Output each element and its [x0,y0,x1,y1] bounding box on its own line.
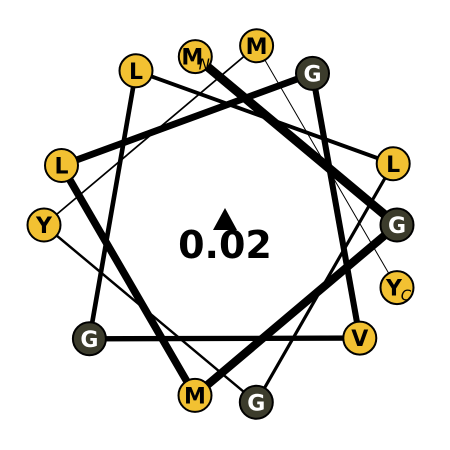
residue-circle [44,148,79,183]
residue-letter: L [386,153,400,178]
residue-circle [379,270,415,306]
residue-link [58,163,199,398]
residue-link [135,68,394,166]
residue-letter: M [184,384,206,409]
residue-letter: G [247,391,265,416]
residue-letter: G [80,328,98,353]
residue-circle [71,321,107,357]
residue-link [43,45,258,226]
residue-circle [118,53,154,89]
residue-node: M [177,377,213,413]
residue-letter: Y [35,214,53,239]
residue-node: L [375,146,411,182]
residue-link [256,45,398,288]
residue-letter: L [54,155,68,180]
residue-link [309,72,363,339]
residue-link [43,224,258,404]
hydrophobic-moment-value: 0.02 [178,223,272,267]
residue-connections [43,45,400,404]
residue-circle [295,55,330,91]
moment-direction-arrow [213,208,237,230]
terminus-subscript: C [401,287,412,305]
residue-node: L [118,53,154,89]
residue-letter: G [303,62,321,87]
residue-node: G [71,321,107,357]
residue-link [192,53,400,229]
residue-circle [239,28,275,64]
residue-letter: L [129,60,143,85]
residue-letter: M [181,46,203,71]
residue-node: MN [177,39,213,75]
residue-link [87,70,139,340]
residue-node: YC [379,270,415,306]
residue-letter: Y [385,277,403,302]
residue-circle [379,207,415,243]
residue-link [254,163,395,404]
residue-letter: M [246,35,268,60]
residue-node: M [239,28,275,64]
residue-circle [375,146,411,182]
residue-node: G [238,384,274,420]
residue-link [192,221,400,399]
residue-link [60,70,314,169]
residue-letter: G [388,214,406,239]
residue-circle [177,39,213,75]
residue-circle [342,320,378,356]
residue-node: Y [26,207,62,243]
residue-link [89,335,360,342]
residue-node: L [44,148,79,183]
residue-circle [238,384,274,420]
residue-letter: V [351,327,368,352]
residue-node: V [342,320,378,356]
residue-circle [177,377,213,413]
residue-node: G [379,207,415,243]
residue-circle [26,207,62,243]
terminus-subscript: N [199,56,210,74]
residue-node: G [295,55,330,91]
